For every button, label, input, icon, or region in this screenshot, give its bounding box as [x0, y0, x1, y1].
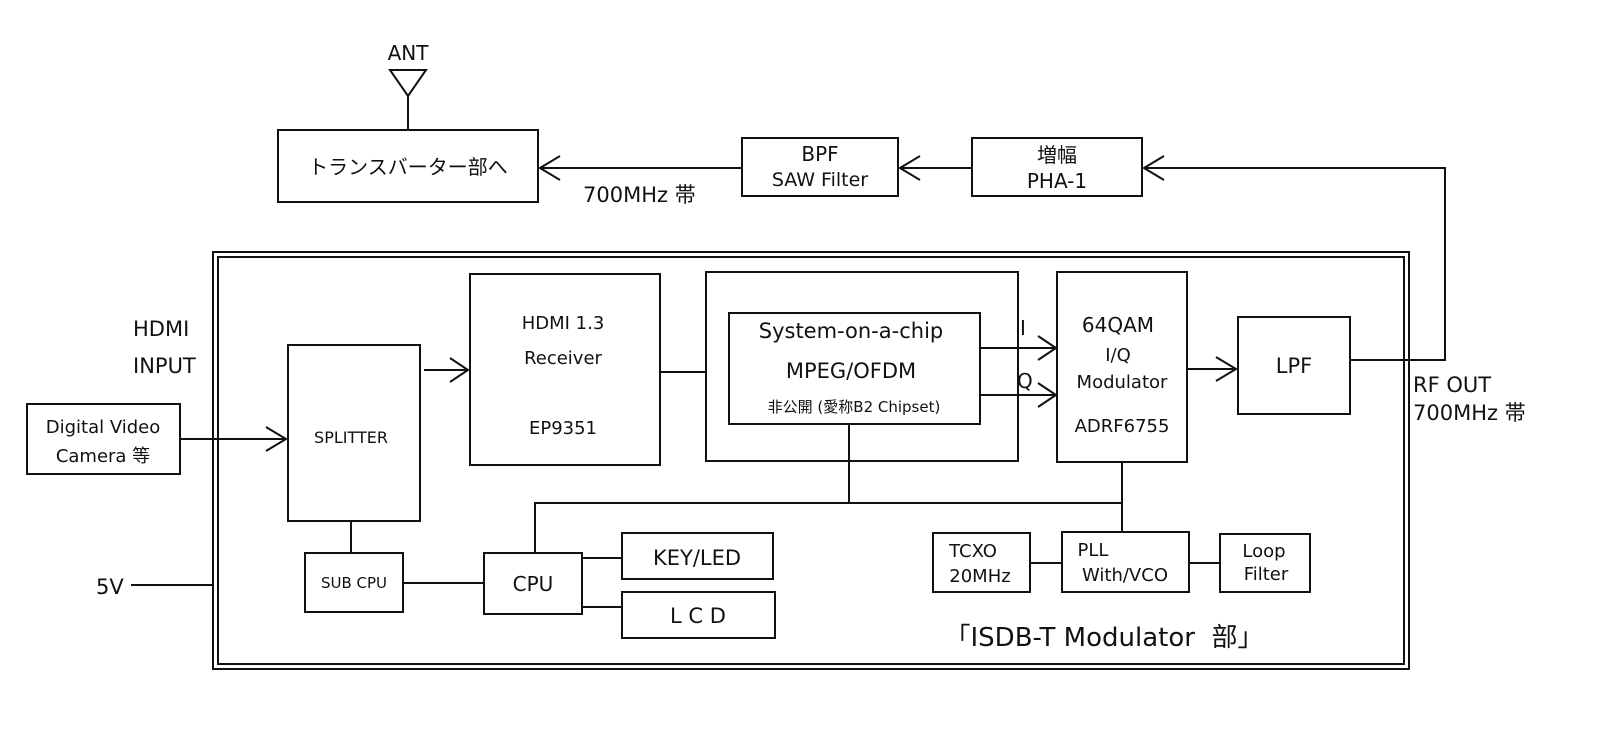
camera-label-2: Camera 等 — [56, 446, 150, 467]
rf-out-label-1: RF OUT — [1413, 373, 1491, 397]
soc-label-2: MPEG/OFDM — [786, 359, 916, 383]
soc-inner-block — [728, 312, 981, 425]
splitter-label: SPLITTER — [314, 428, 388, 447]
rf-feedback-line — [1144, 167, 1446, 361]
loop-filter-label-2: Filter — [1244, 564, 1289, 585]
rf-to-amp-arrowhead — [1142, 155, 1165, 181]
key-led-block — [621, 532, 774, 580]
cpu-to-peripherals-line — [582, 557, 622, 608]
hdmi-input-label-1: HDMI — [133, 317, 189, 341]
lcd-block — [621, 591, 776, 639]
amp-label-1: 増幅 — [1037, 143, 1077, 167]
modulator-label-1: 64QAM — [1082, 313, 1154, 337]
hdmi-receiver-label-1: HDMI 1.3 — [522, 313, 605, 334]
antenna-icon — [388, 69, 428, 130]
lpf-block — [1237, 316, 1351, 415]
ant-label: ANT — [388, 41, 430, 65]
transverter-label: トランスバーター部へ — [308, 155, 508, 179]
amp-label-2: PHA-1 — [1027, 169, 1087, 193]
key-led-label: KEY/LED — [653, 546, 741, 570]
pll-label-1: PLL — [1078, 540, 1109, 561]
sub-cpu-label: SUB CPU — [321, 574, 387, 592]
modulator-label-3: Modulator — [1077, 372, 1168, 393]
i-label: I — [1020, 316, 1026, 340]
modulator-to-lpf-arrowhead — [1215, 356, 1238, 382]
bpf-block — [741, 137, 899, 197]
hdmi-receiver-label-2: Receiver — [524, 348, 602, 369]
amp-block — [971, 137, 1143, 197]
bpf-label-2: SAW Filter — [772, 169, 868, 191]
cpu-block — [483, 552, 583, 615]
q-label: Q — [1017, 369, 1033, 393]
lpf-label: LPF — [1276, 354, 1312, 378]
loop-filter-label-1: Loop — [1242, 541, 1285, 562]
splitter-to-receiver-arrowhead — [449, 357, 470, 383]
rf-out-label-2: 700MHz 帯 — [1413, 401, 1526, 425]
lcd-label: L C D — [670, 604, 726, 628]
module-inner-border — [217, 256, 1405, 665]
hdmi-receiver-label-3: EP9351 — [529, 418, 597, 439]
camera-to-splitter-arrowhead — [265, 426, 288, 452]
modulator-label-2: I/Q — [1105, 345, 1131, 366]
bpf-label-1: BPF — [801, 142, 838, 166]
soc-label-3: 非公開 (愛称B2 Chipset) — [768, 398, 941, 416]
transverter-block — [277, 129, 539, 203]
tcxo-label-2: 20MHz — [949, 566, 1010, 587]
control-bus-line — [534, 424, 1123, 553]
camera-label-1: Digital Video — [46, 417, 161, 438]
power-label: 5V — [96, 575, 124, 599]
cpu-label: CPU — [513, 572, 554, 596]
loop-filter-block — [1219, 533, 1311, 593]
splitter-block — [287, 344, 421, 522]
module-outer-border — [212, 251, 1410, 670]
tcxo-label-1: TCXO — [948, 541, 997, 562]
pll-label-2: With/VCO — [1082, 565, 1168, 586]
hdmi-receiver-block — [469, 273, 661, 466]
camera-block — [26, 403, 181, 475]
soc-label-1: System-on-a-chip — [759, 319, 943, 343]
pll-block — [1061, 531, 1190, 593]
modulator-block — [1056, 271, 1188, 463]
sub-cpu-block — [304, 552, 404, 613]
tcxo-block — [932, 532, 1031, 593]
modulator-label-4: ADRF6755 — [1075, 416, 1170, 437]
bpf-to-transverter-arrowhead — [538, 155, 561, 181]
amp-to-bpf-arrowhead — [898, 155, 921, 181]
hdmi-input-label-2: INPUT — [133, 354, 196, 378]
module-title: 「ISDB-T Modulator 部」 — [945, 623, 1264, 653]
freq-700-label: 700MHz 帯 — [583, 183, 696, 207]
